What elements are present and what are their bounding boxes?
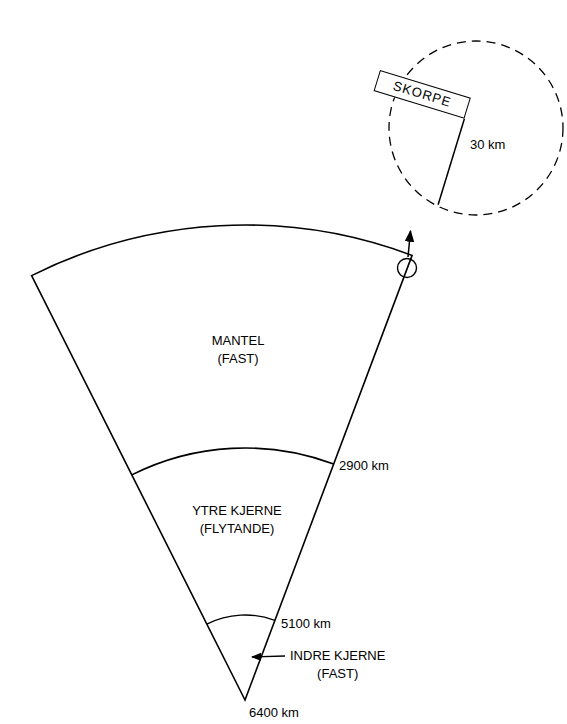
layer-state: (FAST): [217, 350, 258, 368]
mantle-region: MANTEL(FAST): [212, 332, 265, 367]
layer-name: YTRE KJERNE: [192, 502, 282, 520]
layer-name: SKORPE: [391, 77, 454, 111]
outer-core-region: YTRE KJERNE(FLYTANDE): [192, 502, 282, 537]
zoom-detail-circle: [389, 41, 563, 215]
zoom-circle: [398, 259, 417, 278]
zoom-arrow: [408, 231, 411, 257]
crust-box: SKORPE: [374, 70, 471, 119]
layer-name: MANTEL: [212, 332, 265, 350]
inner-core-region: INDRE KJERNE(FAST): [290, 647, 385, 682]
core-mantle-boundary: [132, 448, 334, 475]
layer-state: (FLYTANDE): [200, 520, 275, 538]
earth-wedge: [32, 225, 413, 700]
inner-core-boundary: [207, 615, 275, 624]
depth-label: 5100 km: [281, 616, 331, 632]
crust-edge-line: [438, 119, 464, 205]
layer-name: INDRE KJERNE: [290, 647, 385, 665]
thickness-label: 30 km: [470, 137, 505, 153]
layer-state: (FAST): [317, 665, 358, 683]
leader-arrow: [252, 656, 285, 657]
depth-label: 6400 km: [249, 705, 299, 721]
depth-label: 2900 km: [339, 458, 389, 474]
